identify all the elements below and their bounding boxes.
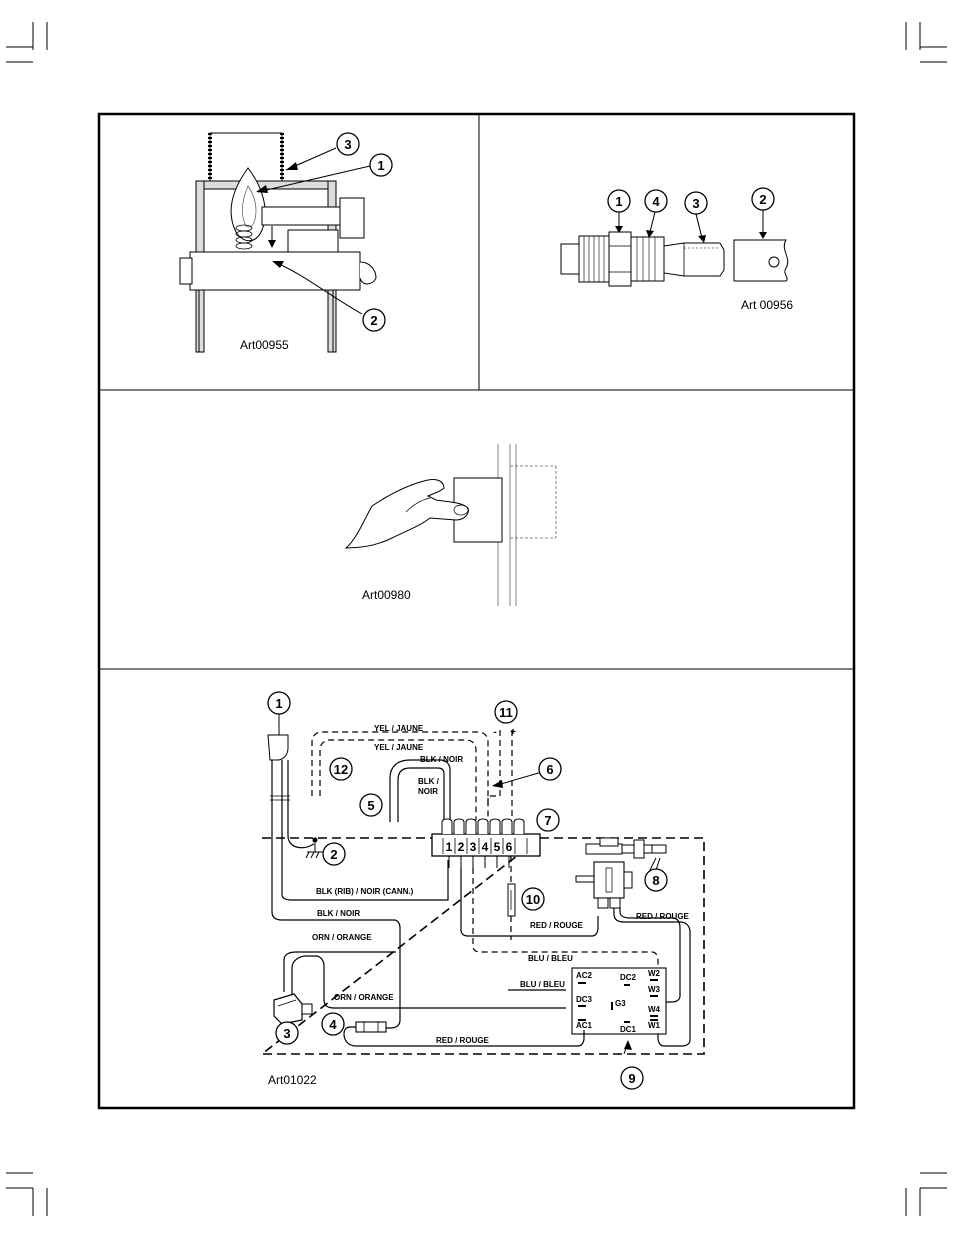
burner-callout-1: 1 (369, 153, 393, 177)
thermal-sensor (273, 993, 313, 1025)
board-terminal-w2: W2 (648, 969, 661, 978)
label-blk-noir-top: BLK / NOIR (420, 755, 463, 764)
terminal-number-3: 3 (470, 840, 477, 854)
wiring-callout-8: 8 (644, 868, 668, 892)
fitting-callout-1: 1 (607, 189, 631, 213)
svg-text:11: 11 (499, 705, 513, 720)
fitting-art-code: Art 00956 (741, 298, 793, 312)
svg-text:1: 1 (275, 696, 282, 711)
svg-text:3: 3 (692, 196, 699, 211)
wiring-callout-4: 4 (321, 1012, 345, 1036)
figure-frame (97, 112, 856, 1110)
svg-text:8: 8 (652, 873, 659, 888)
wiring-art-code: Art01022 (268, 1073, 317, 1087)
hand-illustration (344, 444, 557, 606)
label-red-1: RED / ROUGE (530, 921, 584, 930)
wiring-diagram: 1 2 3 4 5 6 - + (259, 713, 705, 1055)
polarity-plus: + (510, 727, 516, 738)
wiring-callout-1: 1 (267, 691, 291, 715)
burner-callouts: 3 1 2 (336, 132, 393, 332)
svg-text:5: 5 (367, 798, 374, 813)
control-enclosure (259, 837, 705, 1055)
board-terminal-w3: W3 (648, 985, 661, 994)
board-terminal-w4: W4 (648, 1005, 661, 1014)
label-red-2: RED / ROUGE (636, 912, 690, 921)
wiring-callout-6: 6 (538, 757, 562, 781)
svg-text:3: 3 (344, 137, 351, 152)
svg-text:6: 6 (546, 762, 553, 777)
board-terminal-dc3: DC3 (576, 995, 593, 1004)
svg-text:7: 7 (544, 813, 551, 828)
terminal-block: 1 2 3 4 5 6 (431, 818, 541, 868)
wiring-callout-10: 10 (521, 887, 545, 911)
crop-marks (6, 22, 947, 1216)
svg-text:1: 1 (615, 194, 622, 209)
svg-text:4: 4 (329, 1017, 337, 1032)
label-red-3: RED / ROUGE (436, 1036, 490, 1045)
svg-text:2: 2 (759, 192, 766, 207)
polarity-minus: - (493, 727, 496, 738)
wiring-callout-11: 11 (494, 700, 518, 724)
board-terminal-ac2: AC2 (576, 971, 593, 980)
board-terminal-g3: G3 (615, 999, 626, 1008)
board-terminal-ac1: AC1 (576, 1021, 593, 1030)
burner-art-code: Art00955 (240, 338, 289, 352)
wiring-callout-3: 3 (275, 1021, 299, 1045)
hand-art-code: Art00980 (362, 588, 411, 602)
burner-illustration (179, 132, 377, 353)
label-blk-noir-split-1: BLK / (418, 777, 440, 786)
terminal-number-1: 1 (446, 840, 453, 854)
wiring-callout-2: 2 (322, 842, 346, 866)
wiring-callouts: 1 2 3 4 5 6 7 8 (267, 691, 668, 1090)
fitting-callout-3: 3 (684, 191, 708, 215)
svg-text:9: 9 (628, 1071, 635, 1086)
board-terminal-dc1: DC1 (620, 1025, 637, 1034)
burner-callout-2: 3 (336, 132, 360, 156)
fitting-illustration (560, 210, 789, 287)
label-blk-noir-split-2: NOIR (418, 787, 438, 796)
burner-callout-3: 2 (362, 308, 386, 332)
fitting-callout-4: 4 (644, 189, 668, 213)
svg-text:12: 12 (334, 762, 348, 777)
wiring-callout-5: 5 (359, 793, 383, 817)
label-orn-2: ORN / ORANGE (334, 993, 394, 1002)
svg-text:4: 4 (652, 194, 660, 209)
terminal-number-4: 4 (482, 840, 489, 854)
terminal-number-6: 6 (506, 840, 513, 854)
terminal-number-5: 5 (494, 840, 501, 854)
ignition-control-board: AC2 DC2 W2 W3 DC3 G3 W4 AC1 DC1 W1 (571, 967, 667, 1035)
svg-text:3: 3 (283, 1026, 290, 1041)
label-orn-1: ORN / ORANGE (312, 933, 372, 942)
gas-valve (575, 837, 667, 909)
wiring-callout-7: 7 (536, 808, 560, 832)
board-terminal-dc2: DC2 (620, 973, 637, 982)
svg-text:2: 2 (370, 313, 377, 328)
label-blu-1: BLU / BLEU (528, 954, 573, 963)
label-blk-rib: BLK (RIB) / NOIR (CANN.) (316, 887, 414, 896)
wiring-callout-12: 12 (329, 757, 353, 781)
label-blk-noir: BLK / NOIR (317, 909, 360, 918)
svg-text:1: 1 (377, 158, 384, 173)
terminal-number-2: 2 (458, 840, 465, 854)
wiring-callout-9: 9 (620, 1066, 644, 1090)
svg-text:10: 10 (526, 892, 540, 907)
svg-text:2: 2 (330, 847, 337, 862)
fitting-callout-2: 2 (751, 187, 775, 211)
label-blu-2: BLU / BLEU (520, 980, 565, 989)
board-terminal-w1: W1 (648, 1021, 661, 1030)
fitting-callouts: 1 4 3 2 (607, 187, 775, 215)
label-yel-2: YEL / JAUNE (374, 743, 424, 752)
label-yel-1: YEL / JAUNE (374, 724, 424, 733)
